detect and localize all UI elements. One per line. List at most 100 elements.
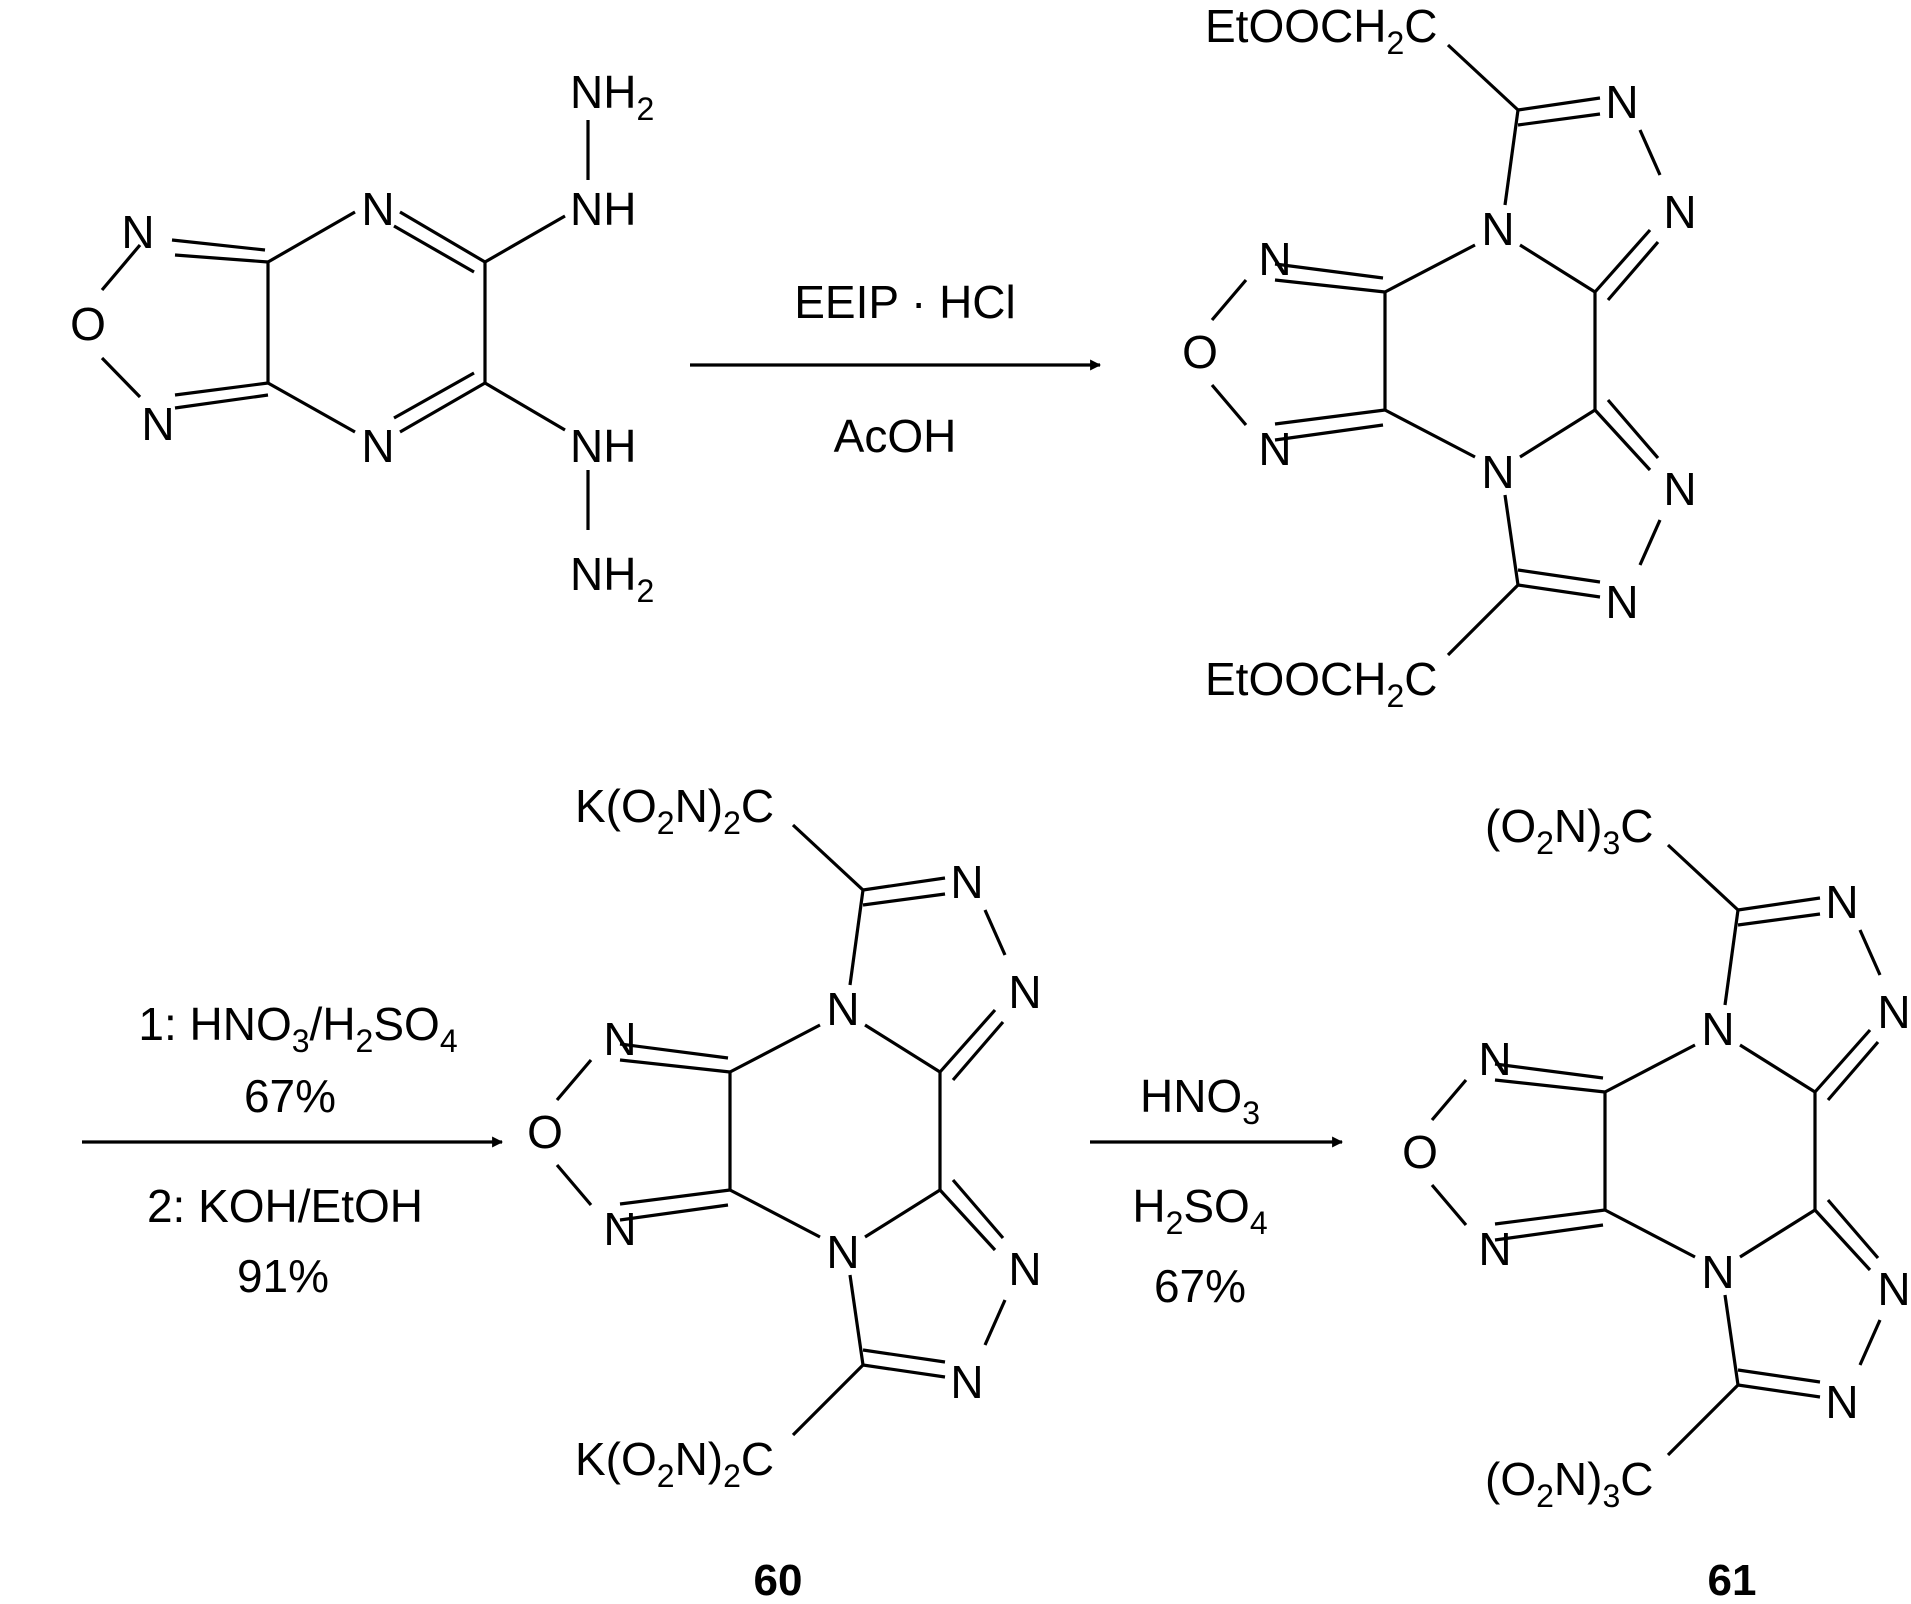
atom-n: N <box>950 1356 983 1408</box>
sub-part: K(O <box>575 1433 657 1485</box>
step2-conditions: 2: KOH/EtOH <box>147 1180 423 1232</box>
potassium-dinitromethyl-substituent: K(O2N)2C <box>575 1433 774 1494</box>
sub-part: K(O <box>575 780 657 832</box>
atom-n: N <box>1478 1223 1511 1275</box>
step1-yield: 67% <box>244 1070 336 1122</box>
cond-subscript: 2 <box>356 1023 374 1059</box>
atom-n: N <box>1825 1376 1858 1428</box>
atom-n: N <box>826 983 859 1035</box>
atom-nh: NH <box>570 420 636 472</box>
reagent-acoh: AcOH <box>834 410 957 462</box>
sub-part: C <box>1620 1453 1653 1505</box>
sub-subscript: 2 <box>1536 1478 1554 1514</box>
reaction-arrow-3: HNO3 H2SO4 67% <box>1090 1070 1344 1312</box>
atom-n: N <box>603 1013 636 1065</box>
atom-nh2: NH2 <box>570 548 654 609</box>
nh2-subscript: 2 <box>636 91 654 127</box>
sub-subscript: 3 <box>1602 1478 1620 1514</box>
sub-part: C <box>741 1433 774 1485</box>
sub-part: C <box>1620 800 1653 852</box>
sub-part: N) <box>675 1433 724 1485</box>
atom-n: N <box>1481 446 1514 498</box>
compound-label-61: 61 <box>1708 1556 1757 1604</box>
atom-n: N <box>1605 76 1638 128</box>
atom-n: N <box>1701 1003 1734 1055</box>
atom-n: N <box>826 1226 859 1278</box>
reaction-arrow-1: EEIP · HCl AcOH <box>690 276 1102 462</box>
trinitromethyl-substituent: (O2N)3C <box>1485 800 1653 861</box>
ester-part: EtOOCH <box>1205 0 1386 52</box>
atom-o: O <box>1182 326 1218 378</box>
atom-n: N <box>1663 463 1696 515</box>
ester-substituent: EtOOCH2C <box>1205 653 1438 714</box>
atom-n: N <box>141 398 174 450</box>
sub-subscript: 2 <box>657 1458 675 1494</box>
atom-nh: NH <box>570 183 636 235</box>
atom-nh2: NH2 <box>570 66 654 127</box>
atom-n: N <box>361 420 394 472</box>
ester-part: C <box>1404 0 1437 52</box>
cond-part: /H <box>310 998 356 1050</box>
sub-part: (O <box>1485 800 1536 852</box>
atom-n: N <box>1258 233 1291 285</box>
reagent-h2so4: H2SO4 <box>1132 1180 1267 1241</box>
sub-subscript: 2 <box>723 1458 741 1494</box>
atom-n: N <box>1701 1246 1734 1298</box>
cond-subscript: 4 <box>1250 1205 1268 1241</box>
cond-subscript: 4 <box>440 1023 458 1059</box>
nh2-base: NH <box>570 66 636 118</box>
atom-n: N <box>1663 186 1696 238</box>
sub-part: N) <box>1554 1453 1603 1505</box>
atom-n: N <box>361 183 394 235</box>
atom-n: N <box>1258 423 1291 475</box>
atom-n: N <box>1478 1033 1511 1085</box>
cond-part: H <box>1132 1180 1165 1232</box>
ester-intermediate-bonds <box>1210 43 1662 657</box>
sub-subscript: 2 <box>657 805 675 841</box>
atom-n: N <box>1008 966 1041 1018</box>
ester-subscript: 2 <box>1386 678 1404 714</box>
sub-part: C <box>741 780 774 832</box>
cond-subscript: 2 <box>1166 1205 1184 1241</box>
ester-part: C <box>1404 653 1437 705</box>
atom-o: O <box>70 298 106 350</box>
compound-61-bonds <box>1430 843 1882 1457</box>
ester-intermediate: N O N N N N N N N EtOOCH2C EtOOCH2C <box>1182 0 1697 714</box>
reaction-arrow-2: 1: HNO3/H2SO4 67% 2: KOH/EtOH 91% <box>82 998 504 1302</box>
atom-n: N <box>1481 203 1514 255</box>
atom-n: N <box>121 206 154 258</box>
cond-part: 1: HNO <box>138 998 291 1050</box>
cond-part: SO <box>373 998 439 1050</box>
sub-part: (O <box>1485 1453 1536 1505</box>
compound-61: N O N N N N N N N (O2N)3C (O2N)3C <box>1402 800 1911 1514</box>
potassium-dinitromethyl-substituent: K(O2N)2C <box>575 780 774 841</box>
nh2-subscript: 2 <box>636 573 654 609</box>
atom-n: N <box>1605 576 1638 628</box>
atom-n: N <box>1825 876 1858 928</box>
atom-n: N <box>603 1203 636 1255</box>
sub-part: N) <box>1554 800 1603 852</box>
sub-subscript: 2 <box>723 805 741 841</box>
atom-o: O <box>527 1106 563 1158</box>
step1-conditions: 1: HNO3/H2SO4 <box>138 998 457 1059</box>
reagent-eeip-hcl: EEIP · HCl <box>794 276 1016 328</box>
step2-yield: 91% <box>237 1250 329 1302</box>
atom-o: O <box>1402 1126 1438 1178</box>
atom-n: N <box>1008 1243 1041 1295</box>
atom-n: N <box>1877 1263 1910 1315</box>
reagent-hno3: HNO3 <box>1140 1070 1260 1131</box>
compound-60-bonds <box>555 823 1007 1437</box>
cond-subscript: 3 <box>292 1023 310 1059</box>
starting-material: N O N N N NH NH NH2 NH2 <box>70 66 654 609</box>
atom-n: N <box>1877 986 1910 1038</box>
sub-part: N) <box>675 780 724 832</box>
cond-part: SO <box>1183 1180 1249 1232</box>
ester-substituent: EtOOCH2C <box>1205 0 1438 61</box>
sub-subscript: 3 <box>1602 825 1620 861</box>
cond-subscript: 3 <box>1242 1095 1260 1131</box>
sub-subscript: 2 <box>1536 825 1554 861</box>
step3-yield: 67% <box>1154 1260 1246 1312</box>
starting-material-bonds <box>100 120 590 530</box>
nh2-base: NH <box>570 548 636 600</box>
